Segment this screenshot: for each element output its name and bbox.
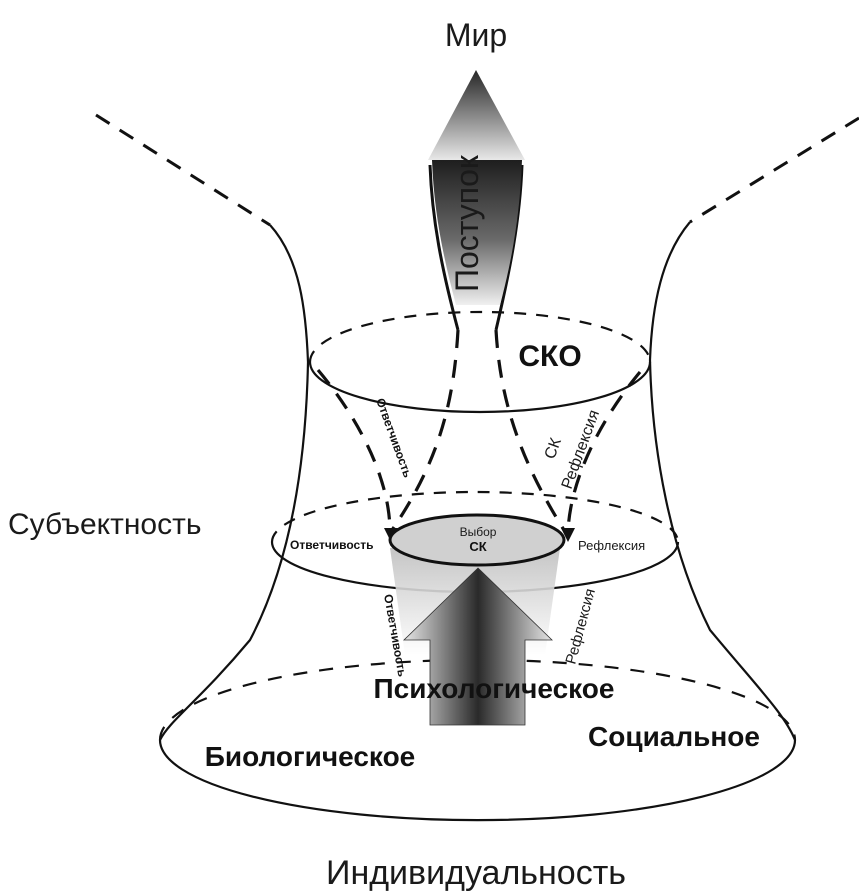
upper-disk-back xyxy=(310,312,650,362)
deed-arrowhead xyxy=(428,70,525,160)
sk-upper-label: СК xyxy=(542,435,565,461)
sk-choice-label: СК xyxy=(469,539,486,554)
upper-disk-front xyxy=(310,362,650,412)
upper-left-dashed-flare xyxy=(96,115,270,225)
reflection-middle-label: Рефлексия xyxy=(578,538,645,553)
biological-label: Биологическое xyxy=(205,741,416,772)
upper-right-dashed-flare xyxy=(690,118,859,222)
left-silhouette xyxy=(160,225,308,740)
responsiveness-middle-label: Ответчивость xyxy=(290,538,373,552)
psychological-label: Психологическое xyxy=(374,673,615,704)
reflection-lower-label: Рефлексия xyxy=(562,587,598,666)
choice-label: Выбор xyxy=(460,525,497,539)
subjectness-label: Субъектность xyxy=(8,508,201,541)
individuality-label: Индивидуальность xyxy=(326,854,626,892)
reflection-upper-label: Рефлексия xyxy=(559,408,603,492)
responsiveness-upper-label: Ответчивость xyxy=(373,396,415,479)
right-silhouette xyxy=(650,222,795,740)
world-label: Мир xyxy=(445,17,507,53)
social-label: Социальное xyxy=(588,721,760,752)
deed-label: Поступок xyxy=(449,154,485,292)
channel-left-wall-dashed xyxy=(392,330,458,530)
sko-label: СКО xyxy=(518,340,581,373)
